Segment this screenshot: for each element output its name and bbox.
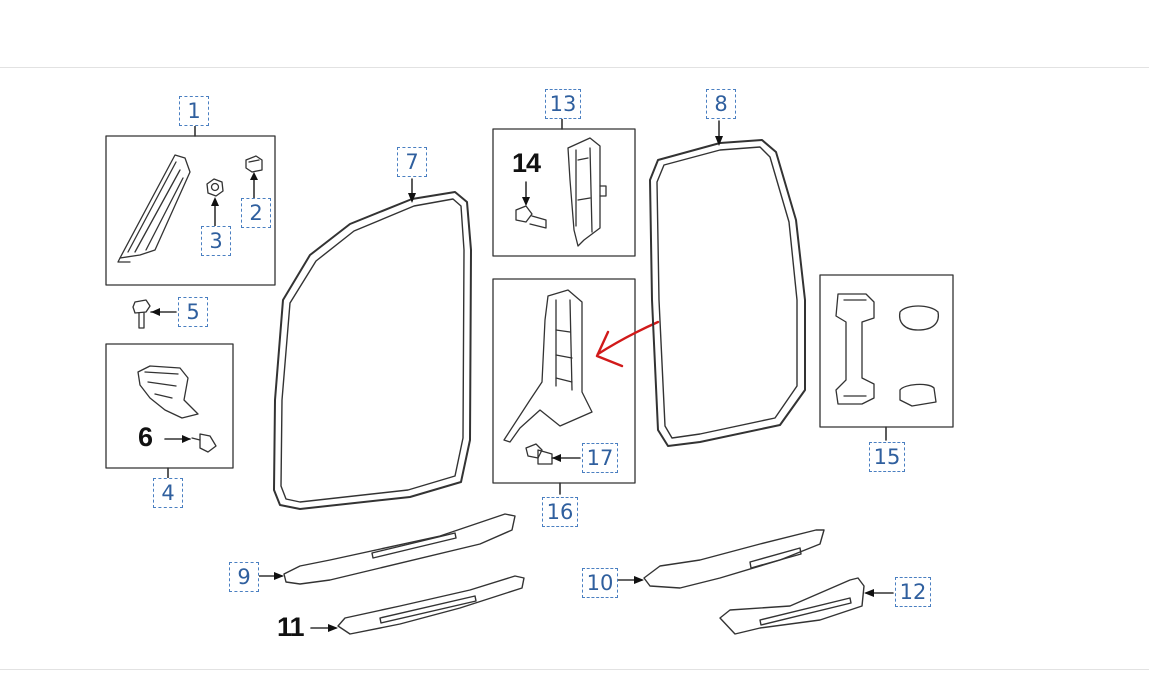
callout-1[interactable]: 1 bbox=[179, 96, 209, 126]
bolt-part-5 bbox=[132, 299, 151, 329]
top-divider bbox=[0, 67, 1149, 68]
callout-13[interactable]: 13 bbox=[545, 89, 581, 119]
group-box-16 bbox=[492, 278, 636, 484]
label-11: 11 bbox=[277, 612, 305, 642]
label-6: 6 bbox=[138, 422, 153, 452]
screw-part-17 bbox=[525, 443, 553, 465]
callout-5[interactable]: 5 bbox=[178, 297, 208, 327]
red-annotation-arrow bbox=[595, 320, 660, 368]
assist-grip-part bbox=[835, 293, 875, 405]
pillar-garnish-part bbox=[117, 154, 191, 263]
scuff-plate-11 bbox=[337, 575, 525, 635]
group-box-1 bbox=[105, 135, 276, 286]
bottom-divider bbox=[0, 669, 1149, 670]
group-box-13 bbox=[492, 128, 636, 257]
callout-16[interactable]: 16 bbox=[542, 497, 578, 527]
callout-12[interactable]: 12 bbox=[895, 577, 931, 607]
screw-part-6 bbox=[191, 433, 217, 453]
callout-10[interactable]: 10 bbox=[582, 568, 618, 598]
center-pillar-lower-trim bbox=[503, 289, 593, 443]
clip-part-2 bbox=[245, 155, 263, 173]
callout-7[interactable]: 7 bbox=[397, 147, 427, 177]
nut-part-3 bbox=[206, 178, 224, 197]
trim-part-4 bbox=[137, 365, 199, 419]
callout-15[interactable]: 15 bbox=[869, 442, 905, 472]
scuff-plate-12 bbox=[719, 577, 865, 635]
callout-4[interactable]: 4 bbox=[153, 478, 183, 508]
callout-8[interactable]: 8 bbox=[706, 89, 736, 119]
callout-3[interactable]: 3 bbox=[201, 226, 231, 256]
scuff-plate-10 bbox=[643, 529, 825, 589]
center-pillar-upper-trim bbox=[567, 137, 607, 247]
callout-9[interactable]: 9 bbox=[229, 562, 259, 592]
front-door-weatherstrip bbox=[273, 191, 472, 510]
bolt-part-14 bbox=[515, 205, 547, 229]
grip-cover-part bbox=[898, 305, 940, 407]
scuff-plate-9 bbox=[283, 513, 516, 585]
callout-2[interactable]: 2 bbox=[241, 198, 271, 228]
rear-door-weatherstrip bbox=[649, 139, 806, 447]
group-box-4 bbox=[105, 343, 234, 469]
callout-17[interactable]: 17 bbox=[582, 443, 618, 473]
label-14: 14 bbox=[512, 148, 541, 178]
